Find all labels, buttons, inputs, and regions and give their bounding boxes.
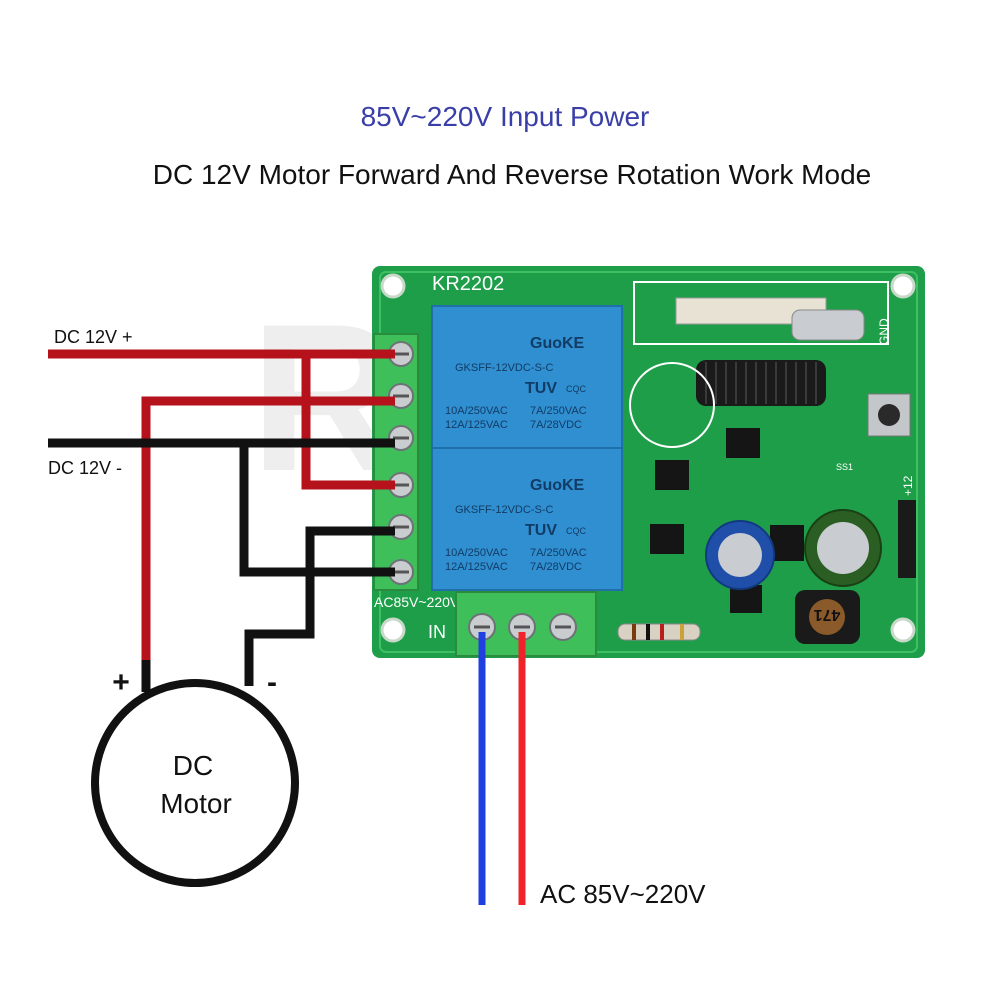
relay-model: GKSFF-12VDC-S-C <box>455 504 553 516</box>
antenna-coil <box>696 360 826 406</box>
relay-cert: TUV <box>525 522 557 539</box>
terminal-screw <box>508 613 536 641</box>
terminal-screw <box>468 613 496 641</box>
dc-positive-label: DC 12V + <box>54 327 133 347</box>
relay-board: KR2202 GND +12 SS1 <box>372 266 925 658</box>
motor-plus-label: + <box>112 666 130 699</box>
board-model-label: KR2202 <box>432 273 504 295</box>
relay-rating: 7A/250VAC <box>530 405 587 417</box>
motor-label-line1: DC <box>173 750 213 781</box>
output-terminal-block <box>373 333 419 591</box>
black-wires <box>48 438 395 692</box>
mount-hole <box>380 617 406 643</box>
relay-brand: GuoKE <box>530 477 585 494</box>
relay-rating: 7A/28VDC <box>530 419 582 431</box>
work-mode-title: DC 12V Motor Forward And Reverse Rotatio… <box>153 159 871 190</box>
motor-minus-label: - <box>267 666 277 699</box>
red-wires <box>48 349 395 662</box>
ic-chip <box>726 428 760 458</box>
relay-top: GuoKE GKSFF-12VDC-S-C TUV CQC 10A/250VAC… <box>431 305 623 449</box>
resistor <box>617 623 701 641</box>
mount-hole <box>380 273 406 299</box>
terminal-screw <box>388 341 414 367</box>
ic-chip <box>650 524 684 554</box>
relay-cqc: CQC <box>566 526 587 536</box>
gnd-marking: GND <box>877 318 891 345</box>
terminal-screw <box>549 613 577 641</box>
ic-chip <box>655 460 689 490</box>
in-marking: IN <box>428 622 446 642</box>
relay-cqc: CQC <box>566 384 587 394</box>
inductor-marking: 471 <box>814 606 841 623</box>
mount-hole <box>890 617 916 643</box>
wire-negative-bridge <box>239 443 395 577</box>
relay-rating: 12A/125VAC <box>445 561 508 573</box>
resistor-marking: SS1 <box>836 462 853 472</box>
relay-rating: 10A/250VAC <box>445 547 508 559</box>
relay-bottom: GuoKE GKSFF-12VDC-S-C TUV CQC 10A/250VAC… <box>431 447 623 591</box>
relay-rating: 7A/28VDC <box>530 561 582 573</box>
relay-brand: GuoKE <box>530 335 585 352</box>
wire-motor-negative <box>244 526 395 686</box>
dc-motor <box>91 679 299 887</box>
relay-rating: 7A/250VAC <box>530 547 587 559</box>
dc-negative-label: DC 12V - <box>48 458 122 478</box>
relay-rating: 10A/250VAC <box>445 405 508 417</box>
input-terminal-block <box>455 591 597 657</box>
relay-model: GKSFF-12VDC-S-C <box>455 362 553 374</box>
relay-rating: 12A/125VAC <box>445 419 508 431</box>
mount-hole <box>890 273 916 299</box>
relay-cert: TUV <box>525 380 557 397</box>
ac-supply-label: AC 85V~220V <box>540 879 706 909</box>
wire-motor-positive <box>141 396 395 662</box>
motor-label-line2: Motor <box>160 788 232 819</box>
input-voltage-marking: AC85V~220V <box>374 594 460 610</box>
plus12-marking: +12 <box>901 475 915 496</box>
input-power-title: 85V~220V Input Power <box>361 101 650 132</box>
